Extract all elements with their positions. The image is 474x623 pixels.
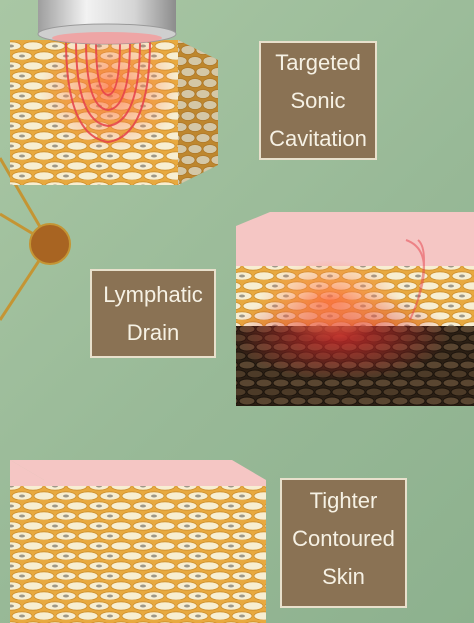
label-targeted-sonic-cavitation: Targeted Sonic Cavitation (259, 41, 377, 160)
label-line: Contoured (282, 520, 405, 558)
skin-top-surface-3 (10, 460, 266, 480)
label-line: Tighter (282, 482, 405, 520)
label-lymphatic-drain: Lymphatic Drain (90, 269, 216, 358)
skin-cube-lymphatic (230, 212, 474, 458)
skin-cube-cavitation (10, 0, 218, 185)
label-line: Lymphatic (92, 276, 214, 314)
label-line: Sonic (261, 82, 375, 120)
skin-top-surface-2 (236, 212, 474, 226)
connector-node (30, 224, 70, 264)
label-line: Targeted (261, 44, 375, 82)
fat-layer-front-3 (10, 482, 266, 623)
skin-cube-contoured (10, 460, 266, 623)
ultrasound-device (38, 0, 176, 44)
heat-zone (40, 28, 180, 152)
label-line: Cavitation (261, 120, 375, 158)
label-line: Drain (92, 314, 214, 352)
label-line: Skin (282, 558, 405, 596)
label-tighter-contoured-skin: Tighter Contoured Skin (280, 478, 407, 608)
